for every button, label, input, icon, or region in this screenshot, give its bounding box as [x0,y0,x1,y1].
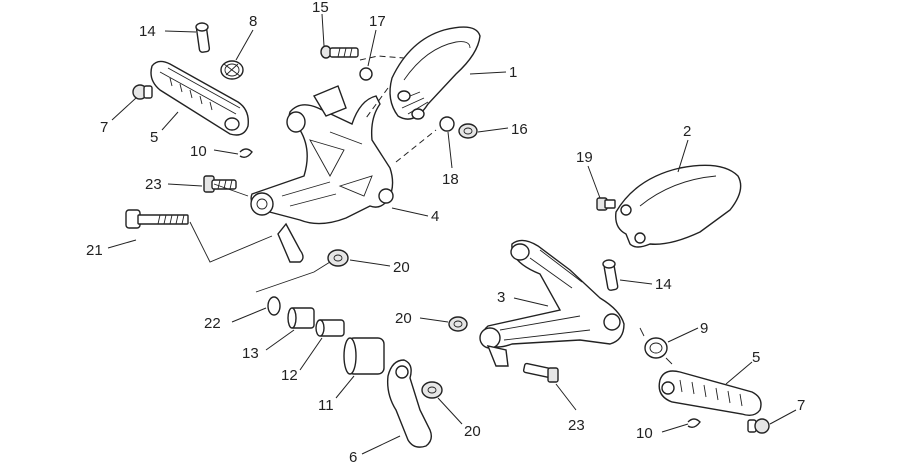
leader-4 [391,207,429,217]
washer-part-18 [439,116,455,132]
washer-part-17 [359,67,373,81]
leader-7a [111,97,137,121]
leader-17 [367,29,377,67]
callout-3: 3 [497,289,505,306]
callout-10: 10 [636,425,653,442]
assembly-line-2 [365,87,389,119]
clip-part-10-left [239,148,253,159]
callout-16: 16 [511,121,528,138]
washer-part-22 [267,296,281,316]
leader-10b [661,423,689,433]
spring-part-9 [639,327,673,365]
callout-17: 17 [369,13,386,30]
leader-16 [477,127,509,133]
leader-22 [231,307,267,323]
bushing-part-11 [343,337,385,375]
callout-4: 4 [431,208,439,225]
callout-5: 5 [150,129,158,146]
callout-7: 7 [797,397,805,414]
footpeg-part-5-right [658,370,762,417]
callout-15: 15 [312,0,329,16]
heel-guard-part-2 [615,164,742,248]
leader-5a [161,111,179,131]
nut-part-20-upper [327,249,349,267]
callout-11: 11 [318,397,334,414]
nut-part-20-middle [448,316,468,332]
leader-6 [361,435,401,455]
nut-part-20-lower [421,381,443,399]
callout-13: 13 [242,345,259,362]
callout-14: 14 [139,23,156,40]
leader-1 [469,71,507,75]
assembly-line-6 [213,183,249,197]
callout-23: 23 [145,176,162,193]
leader-11 [335,375,355,399]
clip-part-10-right [687,418,701,429]
footpeg-bracket-part-3 [479,239,625,367]
callout-10: 10 [190,143,207,160]
leader-21 [107,239,137,249]
leader-12 [299,337,323,371]
leader-3 [513,297,549,307]
leader-20a [349,259,391,267]
bolt-part-19 [596,197,616,211]
nut-part-16 [458,123,478,139]
callout-8: 8 [249,13,257,30]
long-bolt-part-21 [125,209,189,229]
callout-23: 23 [568,417,585,434]
callout-21: 21 [86,242,103,259]
leader-5b [725,361,753,385]
callout-18: 18 [442,171,459,188]
callout-20: 20 [393,259,410,276]
spacer-part-12 [315,319,345,337]
leader-13 [265,329,295,351]
leader-10a [213,149,239,155]
callout-22: 22 [204,315,221,332]
footpeg-part-5-left [150,60,249,136]
leader-20b [419,317,449,323]
spring-part-8 [220,60,244,80]
leader-8 [235,29,254,61]
leader-15 [321,13,325,47]
leader-2 [677,139,689,173]
leader-23b [555,383,577,411]
callout-6: 6 [349,449,357,465]
leader-18 [447,131,453,169]
nut-part-7-left [132,84,153,100]
leader-7b [769,409,797,425]
nut-part-7-right [747,418,770,434]
callout-1: 1 [509,64,517,81]
callout-9: 9 [700,320,708,337]
pin-part-14 [195,22,211,53]
callout-20: 20 [464,423,481,440]
leader-14b [619,279,653,285]
spacer-part-13 [287,307,315,329]
leader-20c [437,397,463,425]
assembly-line-3 [395,129,437,163]
leader-19 [587,165,601,199]
lever-part-6 [386,359,433,448]
assembly-line-4 [189,221,273,263]
callout-19: 19 [576,149,593,166]
pin-part-14-right [602,259,619,291]
assembly-line-5 [255,261,331,293]
callout-14: 14 [655,276,672,293]
footpeg-bracket-part-4 [250,85,394,263]
bolt-part-23-upper [203,175,237,193]
bolt-part-15 [320,45,359,59]
leader-9 [667,327,699,343]
assembly-line-1 [359,55,405,61]
heel-guard-part-1 [389,26,481,120]
leader-23a [167,183,203,187]
bolt-part-23-lower [522,362,559,383]
callout-12: 12 [281,367,298,384]
callout-7: 7 [100,119,108,136]
callout-2: 2 [683,123,691,140]
leader-14a [164,30,197,33]
callout-20: 20 [395,310,412,327]
callout-5: 5 [752,349,760,366]
